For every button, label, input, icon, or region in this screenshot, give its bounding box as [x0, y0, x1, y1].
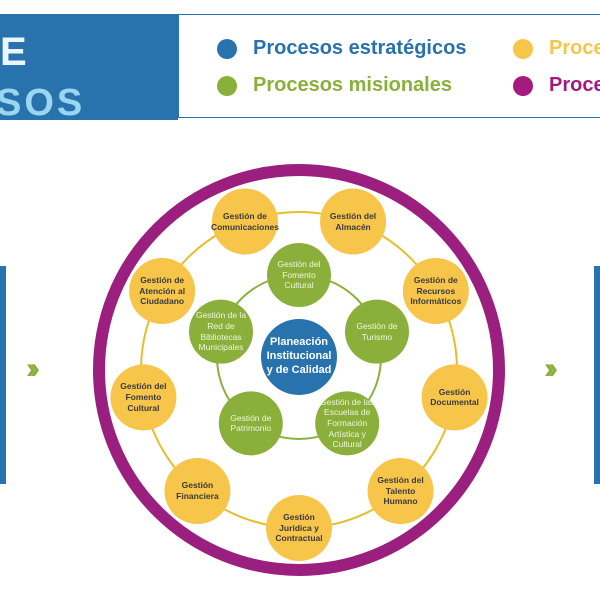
legend-dot-strategic: [217, 38, 237, 59]
support-node-2-label: Gestión Documental: [430, 386, 479, 408]
support-node-0-circle: [320, 188, 387, 255]
missional-node-1-circle: [344, 299, 409, 364]
outer-ring: [93, 164, 505, 576]
missional-node-2-circle: [315, 391, 380, 456]
strategic-center-node-circle: [261, 319, 337, 395]
missional-node-1-label: Gestión de Turismo: [356, 321, 398, 342]
strategic-center-node-label: Planeación Institucional y de Calidad: [266, 336, 332, 376]
support-node-5-label: Gestión Financiera: [176, 480, 219, 502]
title-line-1: E: [0, 30, 28, 74]
missional-node-3-label: Gestión de Patrimonio: [230, 412, 272, 434]
support-node-0-label: Gestión del Almacén: [329, 210, 377, 232]
support-node-2-circle: [421, 364, 488, 431]
legend-label-strategic: Procesos estratégicos: [253, 37, 467, 59]
title-box: E SOS: [0, 14, 178, 124]
right-side-bar: [594, 266, 600, 484]
legend: Procesos estratégicos Procesos misionale…: [178, 14, 600, 118]
support-node-1-circle: [402, 258, 469, 324]
support-node-3-label: Gestión del Talento Humano: [377, 475, 424, 507]
support-node-4-circle: [266, 495, 332, 561]
missional-node-0-circle: [267, 243, 331, 307]
legend-item-missional: Procesos misionales: [217, 74, 452, 97]
legend-item-evaluation: Proces: [513, 74, 600, 97]
title-line-2: SOS: [0, 82, 86, 124]
support-node-6-label: Gestión del Fomento Cultural: [120, 381, 167, 413]
left-side-bar: [0, 266, 6, 484]
support-node-3-circle: [367, 458, 434, 525]
legend-item-support: Proces: [513, 37, 600, 60]
support-node-8-circle: [211, 188, 278, 255]
support-node-7-circle: [129, 258, 196, 324]
missional-node-4-circle: [189, 299, 254, 364]
support-node-4-label: Gestión Jurídica y Contractual: [275, 512, 323, 544]
legend-label-support: Proces: [549, 37, 600, 59]
missional-node-2-label: Gestión de las Escuelas de Formación Art…: [320, 396, 375, 450]
legend-dot-evaluation: [513, 75, 533, 96]
support-node-5-circle: [164, 458, 231, 525]
support-node-6-circle: [110, 364, 177, 431]
missional-node-4-label: Gestión de la Red de Bibliotecas Municip…: [195, 310, 247, 353]
missional-node-3-circle: [218, 391, 283, 456]
legend-label-missional: Procesos misionales: [253, 74, 452, 96]
legend-label-evaluation: Proces: [549, 74, 600, 96]
support-node-8-label: Gestión de Comunicaciones: [210, 210, 279, 232]
legend-dot-missional: [217, 75, 237, 96]
missional-node-0-label: Gestión del Fomento Cultural: [277, 259, 321, 291]
legend-item-strategic: Procesos estratégicos: [217, 37, 466, 60]
support-node-1-label: Gestión de Recursos Informáticos: [410, 275, 462, 307]
legend-dot-support: [513, 38, 533, 59]
support-node-7-label: Gestión de Atención al Ciudadano: [139, 275, 186, 307]
